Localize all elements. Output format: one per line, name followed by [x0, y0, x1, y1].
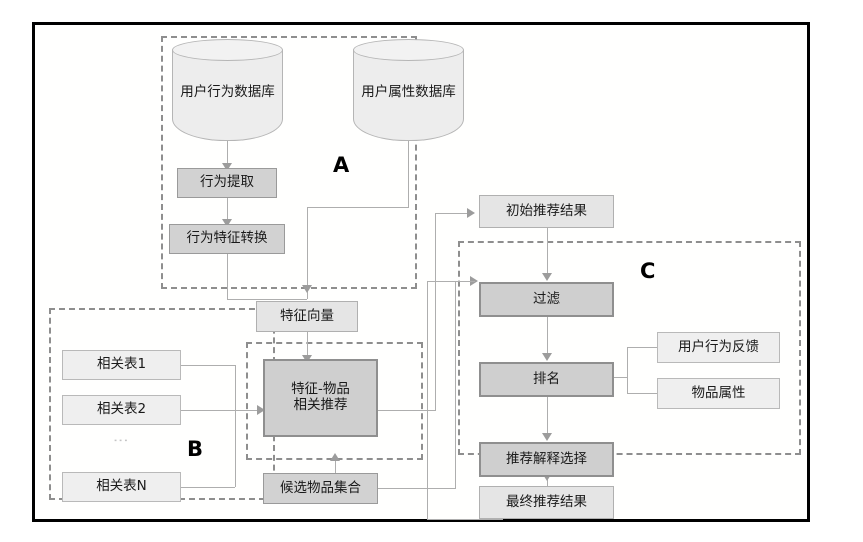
node-filter-label: 过滤	[533, 290, 560, 307]
connector-right-bus-vertical	[627, 347, 628, 393]
connector-itemattr-left	[627, 393, 657, 394]
connector-final-feedback-to-filter	[427, 281, 475, 282]
db-user-behavior: 用户行为数据库	[172, 39, 283, 141]
node-behavior-extract-label: 行为提取	[200, 174, 254, 191]
arrow-ranking-to-explain	[542, 433, 552, 441]
node-related-table-1-label: 相关表1	[96, 356, 147, 373]
connector-transform-to-featurevector-h	[227, 299, 307, 300]
node-recommend-explain-select[interactable]: 推荐解释选择	[479, 442, 614, 477]
cylinder-top	[353, 39, 464, 61]
connector-db2-to-featurevector	[307, 207, 308, 289]
node-item-attribute[interactable]: 物品属性	[657, 378, 780, 409]
node-feature-item-recommend-line1: 特征-物品	[291, 381, 350, 398]
db-user-attribute-label: 用户属性数据库	[361, 84, 456, 100]
connector-tablen-right	[181, 487, 235, 488]
connector-filter-to-ranking	[547, 317, 548, 357]
node-recommend-explain-select-label: 推荐解释选择	[506, 450, 587, 467]
group-a-box	[161, 36, 417, 289]
node-related-table-n-label: 相关表N	[96, 478, 147, 495]
node-filter[interactable]: 过滤	[479, 282, 614, 317]
connector-db2-left	[307, 207, 409, 208]
cylinder-body	[353, 50, 464, 141]
arrow-b-to-recommend	[257, 405, 265, 415]
node-candidate-item-set[interactable]: 候选物品集合	[263, 473, 378, 504]
node-related-table-2[interactable]: 相关表2	[62, 395, 181, 425]
node-related-table-n[interactable]: 相关表N	[62, 472, 181, 502]
cylinder-top	[172, 39, 283, 61]
node-ranking-label: 排名	[533, 370, 560, 387]
node-related-table-2-label: 相关表2	[96, 401, 147, 418]
group-c-label: C	[640, 259, 656, 283]
connector-table2-right	[181, 410, 235, 411]
node-item-attribute-label: 物品属性	[691, 384, 746, 401]
connector-final-feedback-up	[427, 281, 428, 520]
connector-extract-to-transform	[227, 197, 228, 223]
node-initial-recommend-result-label: 初始推荐结果	[506, 202, 587, 219]
connector-recommend-out-up	[435, 213, 436, 411]
node-user-behavior-feedback-label: 用户行为反馈	[678, 338, 759, 355]
arrow-explain-to-final	[542, 473, 552, 481]
node-final-recommend-result-label: 最终推荐结果	[506, 493, 587, 510]
group-a-label: A	[333, 153, 350, 177]
node-feature-item-recommend-line2: 相关推荐	[293, 397, 348, 413]
node-behavior-feature-transform-label: 行为特征转换	[186, 230, 268, 247]
db-user-behavior-label: 用户行为数据库	[180, 84, 275, 100]
ellipsis-vertical: ⋮	[112, 433, 130, 448]
connector-db1-to-extract	[227, 140, 228, 167]
connector-final-feedback-left	[427, 519, 503, 520]
node-candidate-item-set-label: 候选物品集合	[280, 479, 361, 496]
connector-candidate-out-right	[378, 488, 455, 489]
node-feature-vector[interactable]: 特征向量	[256, 301, 358, 332]
node-user-behavior-feedback[interactable]: 用户行为反馈	[657, 332, 780, 363]
connector-initial-to-filter	[547, 228, 548, 277]
connector-ranking-to-explain	[547, 397, 548, 437]
connector-transform-to-featurevector	[227, 254, 228, 299]
node-feature-vector-label: 特征向量	[280, 307, 334, 324]
connector-recommend-out-right	[378, 410, 435, 411]
connector-feedback-left	[627, 347, 657, 348]
diagram-frame: A B C	[32, 22, 810, 522]
connector-right-bus-to-ranking	[600, 377, 628, 378]
arrow-db1-to-extract	[222, 163, 232, 171]
group-c-box	[458, 241, 801, 455]
arrow-initial-to-filter	[542, 273, 552, 281]
arrow-extract-to-transform	[222, 219, 232, 227]
connector-table1-right	[181, 365, 235, 366]
connector-recommend-out-to-initial	[435, 213, 472, 214]
node-behavior-extract[interactable]: 行为提取	[177, 168, 277, 198]
node-ranking[interactable]: 排名	[479, 362, 614, 397]
connector-b-bus-vertical	[235, 365, 236, 487]
db-user-attribute: 用户属性数据库	[353, 39, 464, 141]
connector-candidate-to-recommend	[335, 457, 336, 485]
arrow-into-feature-vector	[302, 285, 312, 293]
group-b-label: B	[187, 437, 204, 461]
connector-b-bus-to-recommend	[235, 410, 263, 411]
arrow-into-initial-result	[467, 208, 475, 218]
node-final-recommend-result[interactable]: 最终推荐结果	[479, 486, 614, 519]
node-related-table-1[interactable]: 相关表1	[62, 350, 181, 380]
connector-candidate-out-up	[455, 281, 456, 489]
node-initial-recommend-result[interactable]: 初始推荐结果	[479, 195, 614, 228]
connector-featurevector-to-recommend	[307, 332, 308, 359]
cylinder-body	[172, 50, 283, 141]
arrow-filter-to-ranking	[542, 353, 552, 361]
connector-db2-down	[408, 140, 409, 207]
arrow-candidate-to-recommend	[330, 453, 340, 461]
node-behavior-feature-transform[interactable]: 行为特征转换	[169, 224, 285, 254]
node-feature-item-recommend[interactable]: 特征-物品 相关推荐	[263, 359, 378, 437]
